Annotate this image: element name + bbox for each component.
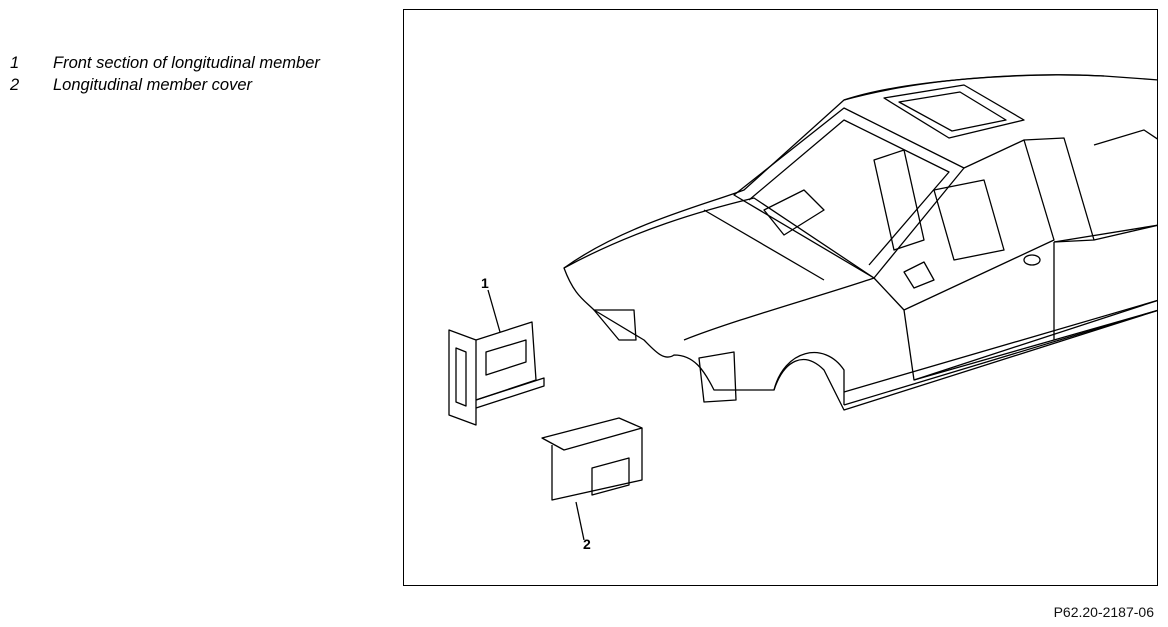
legend-item: 2 Longitudinal member cover [10,74,320,96]
legend-item: 1 Front section of longitudinal member [10,52,320,74]
legend-item-number: 2 [10,76,20,94]
car-body-illustration [448,74,1157,541]
callout-leader-2 [575,501,585,541]
legend-item-text: Front section of longitudinal member [53,54,320,72]
legend-item-number: 1 [10,54,20,72]
callout-label-1: 1 [481,275,489,291]
car-body-shell [563,74,1157,411]
callout-label-2: 2 [583,536,591,552]
longitudinal-member-cover [541,417,643,501]
callout-leader-1 [487,289,501,333]
figure-reference: P62.20-2187-06 [1053,604,1154,620]
figure-frame: 1 2 [403,9,1158,586]
legend: 1 Front section of longitudinal member 2… [10,52,320,96]
front-section-of-longitudinal-member [448,321,545,426]
legend-item-text: Longitudinal member cover [53,76,253,94]
